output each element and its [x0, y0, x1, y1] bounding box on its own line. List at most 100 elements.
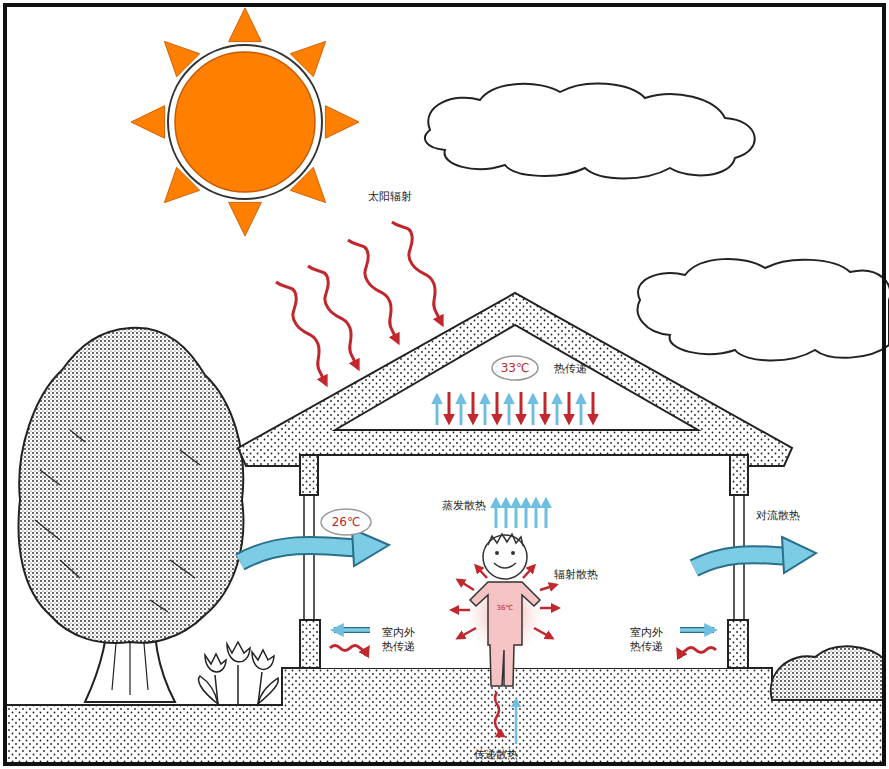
cloud	[425, 83, 755, 178]
airflow-arrow-head	[352, 529, 389, 566]
solar-ray	[276, 282, 326, 384]
flower-head	[252, 650, 274, 669]
radiation-arrow	[540, 585, 556, 590]
oval-shape	[321, 509, 371, 535]
annotation-label: 辐射散热	[548, 568, 604, 582]
heat-out-arrow	[334, 628, 370, 632]
flower-head	[205, 654, 226, 672]
airflow-arrow-outline	[694, 555, 786, 568]
radiation-arrows	[452, 566, 558, 638]
oval-shape	[492, 356, 538, 380]
heat-up-arrow	[484, 396, 487, 425]
airflow-arrow	[240, 545, 356, 562]
sun-ray	[229, 202, 262, 236]
conduction-arrow	[515, 700, 518, 744]
vapour-arrow	[515, 500, 518, 528]
cloud	[638, 259, 889, 361]
annotation-label: 蒸发散热	[436, 499, 492, 513]
flowers	[199, 642, 279, 704]
sun-ring	[168, 45, 322, 199]
room	[318, 455, 730, 668]
heat-in-arrow	[330, 646, 368, 651]
tree	[19, 328, 244, 702]
radiation-arrow	[458, 628, 476, 638]
sun-ray	[229, 8, 262, 42]
heat-up-arrow	[460, 396, 463, 425]
solar-radiation-arrows	[276, 222, 442, 384]
attic-heat-arrows	[437, 392, 593, 425]
annotation-label: 热传递	[548, 362, 592, 376]
wall-post	[730, 455, 748, 495]
radiation-arrow	[540, 607, 558, 610]
flower-stem	[215, 665, 262, 704]
heat-out-arrow	[680, 628, 714, 632]
vapour-arrow	[495, 500, 498, 528]
heat-up-arrow	[508, 396, 511, 425]
person-body	[470, 582, 540, 686]
solar-ray	[348, 240, 398, 342]
annotation-label: 室内外 热传递	[626, 626, 666, 654]
attic-space	[335, 325, 698, 430]
heat-out-arrow	[680, 627, 714, 633]
temperature-oval: 26℃	[320, 508, 372, 536]
heat-up-arrow	[556, 396, 559, 425]
person	[465, 534, 545, 686]
vapour-arrow	[525, 500, 528, 528]
vapour-arrow	[505, 500, 508, 528]
ceiling-line	[318, 454, 730, 456]
person-head	[483, 535, 527, 579]
conduction-arrows	[495, 692, 516, 744]
solar-ray	[308, 266, 358, 368]
evaporation-arrows	[496, 500, 546, 528]
solar-ray	[392, 222, 442, 324]
wall-base	[300, 620, 320, 668]
heat-in-arrow	[678, 648, 716, 653]
flower-leaf	[258, 678, 278, 704]
heat-up-arrow	[532, 396, 535, 425]
radiation-arrow	[452, 609, 470, 612]
heat-down-arrow	[544, 392, 547, 422]
roof	[238, 293, 792, 466]
heat-down-arrow	[568, 392, 571, 422]
sun-ray	[131, 106, 165, 139]
sun-ray	[325, 106, 359, 139]
person-eye	[511, 551, 515, 555]
airflow-arrow	[694, 555, 786, 568]
conduction-arrow	[495, 692, 499, 736]
radiation-arrow	[534, 628, 552, 638]
frame-border	[5, 5, 884, 764]
annotation-label: 对流散热	[750, 509, 806, 523]
tree-canopy-strokes	[35, 430, 200, 612]
heat-up-arrow	[436, 396, 439, 425]
heat-up-arrow	[580, 396, 583, 425]
heat-down-arrow	[520, 392, 523, 422]
vapour-arrow	[535, 500, 538, 528]
vapour-arrow	[545, 500, 548, 528]
person-hair	[488, 534, 523, 546]
airflow-arrow-outline	[240, 545, 356, 562]
annotation-label: 36℃	[494, 604, 516, 613]
airflow-arrow-head	[782, 537, 816, 573]
flower-leaf	[199, 676, 218, 704]
person-eye	[495, 551, 499, 555]
tree-canopy	[19, 328, 244, 643]
annotation-label: 太阳辐射	[360, 190, 420, 204]
radiation-arrow	[458, 580, 474, 590]
bush	[771, 646, 885, 700]
convection-arrows	[240, 529, 816, 573]
annotation-label: 传递散热	[466, 748, 526, 762]
sun	[131, 8, 359, 236]
temperature-oval: 33℃	[491, 355, 539, 381]
wall-post	[300, 455, 318, 495]
heat-down-arrow	[592, 392, 595, 422]
heat-down-arrow	[448, 392, 451, 422]
heat-out-arrow	[334, 627, 370, 633]
annotation-label: 室内外 热传递	[378, 626, 418, 654]
radiation-arrow	[523, 566, 534, 578]
heat-down-arrow	[496, 392, 499, 422]
heat-down-arrow	[472, 392, 475, 422]
